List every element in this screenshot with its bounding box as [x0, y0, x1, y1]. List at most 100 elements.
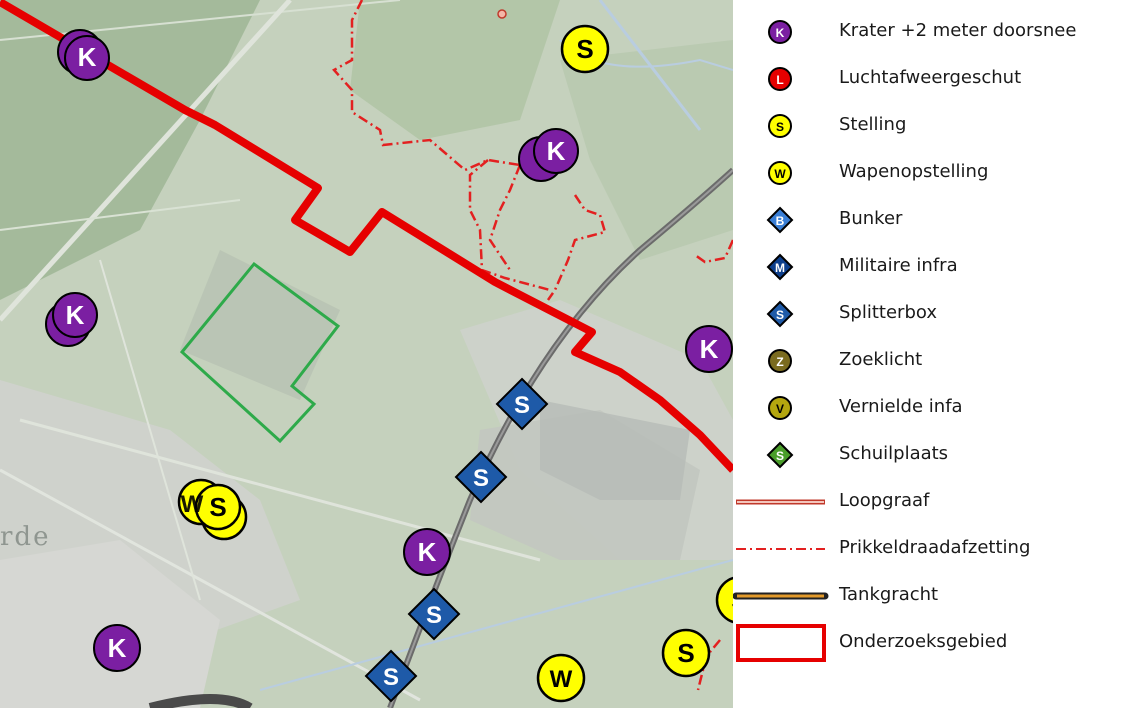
tankgracht-line: [0, 0, 733, 473]
splitterbox-marker[interactable]: S: [454, 450, 508, 504]
splitterbox-marker-label: S: [514, 392, 530, 419]
stelling-marker[interactable]: S: [560, 24, 610, 74]
legend-marker-shape: [766, 206, 794, 234]
stelling-marker-label: S: [576, 34, 593, 64]
map-view[interactable]: K S K K K S: [0, 0, 733, 708]
legend-marker-shape: [768, 67, 792, 91]
krater-marker[interactable]: K: [403, 528, 451, 576]
legend-symbol-wapenopstelling: W: [768, 161, 792, 185]
legend-label: Stelling: [839, 114, 907, 135]
legend-marker-letter: S: [776, 449, 784, 463]
legend-symbol-stelling: S: [768, 114, 792, 138]
legend-marker-letter: V: [776, 402, 784, 416]
legend-marker-shape: [766, 300, 794, 328]
legend-item-wapenopstelling: W Wapenopstelling: [733, 153, 1137, 200]
krater-marker[interactable]: K: [45, 292, 98, 347]
legend-marker-shape: [768, 161, 792, 185]
legend-label: Zoeklicht: [839, 349, 923, 370]
legend-item-onderzoeksgebied: Onderzoeksgebied: [733, 623, 1137, 670]
legend-marker-letter: B: [776, 214, 785, 228]
krater-marker-label: K: [78, 42, 97, 72]
legend-item-prikkeldraadafzetting: Prikkeldraadafzetting: [733, 529, 1137, 576]
legend-marker-shape: [768, 349, 792, 373]
legend-symbol-luchtafweergeschut: L: [768, 67, 792, 91]
legend-marker-letter: W: [774, 167, 786, 181]
legend-label: Krater +2 meter doorsnee: [839, 20, 1077, 41]
krater-marker-label: K: [547, 136, 566, 166]
krater-marker-label: K: [66, 300, 85, 330]
wapenopstelling-marker-label: W: [181, 491, 204, 518]
legend-item-zoeklicht: Z Zoeklicht: [733, 341, 1137, 388]
onderzoeksgebied-outline: [179, 261, 341, 444]
legend-marker-letter: L: [776, 73, 783, 87]
map-place-label: rde: [0, 522, 51, 552]
legend-label: Vernielde infa: [839, 396, 963, 417]
legend-label: Onderzoeksgebied: [839, 631, 1008, 652]
stelling-marker-label: S: [731, 585, 733, 615]
legend-marker-letter: M: [775, 261, 785, 275]
legend-symbol-loopgraaf: [736, 499, 825, 505]
splitterbox-marker-label: S: [426, 602, 442, 629]
legend-symbol-schuilplaats: S: [766, 441, 794, 469]
legend-label: Luchtafweergeschut: [839, 67, 1022, 88]
legend-item-stelling: S Stelling: [733, 106, 1137, 153]
legend-item-schuilplaats: S Schuilplaats: [733, 435, 1137, 482]
legend-symbol-militaire-infra: M: [766, 253, 794, 281]
wapenopstelling-marker[interactable]: W: [536, 653, 586, 703]
legend-marker-shape: [768, 114, 792, 138]
legend-marker-letter: S: [776, 308, 784, 322]
splitterbox-marker[interactable]: S: [364, 649, 418, 703]
legend-marker-shape: [766, 253, 794, 281]
krater-marker[interactable]: K: [518, 128, 579, 182]
legend-label: Bunker: [839, 208, 903, 229]
legend-item-militaire-infra: M Militaire infra: [733, 247, 1137, 294]
map-canvas[interactable]: K S K K K S: [0, 0, 733, 708]
legend-symbol-zoeklicht: Z: [768, 349, 792, 373]
legend-symbol-krater-2-meter-doorsnee: K: [768, 20, 792, 44]
legend-item-krater-2-meter-doorsnee: K Krater +2 meter doorsnee: [733, 12, 1137, 59]
legend-symbol-bunker: B: [766, 206, 794, 234]
stelling-marker[interactable]: S: [177, 478, 248, 541]
splitterbox-marker[interactable]: S: [495, 377, 549, 431]
stelling-marker-label: S: [677, 638, 694, 668]
legend-label: Loopgraaf: [839, 490, 930, 511]
stelling-marker[interactable]: S: [715, 576, 733, 624]
krater-marker-label: K: [700, 334, 719, 364]
legend-label: Schuilplaats: [839, 443, 949, 464]
krater-marker[interactable]: K: [685, 325, 733, 373]
splitterbox-marker-label: S: [383, 664, 399, 691]
legend-item-tankgracht: Tankgracht: [733, 576, 1137, 623]
legend-symbol-prikkeldraadafzetting: [736, 548, 825, 550]
legend-marker-shape: [768, 20, 792, 44]
legend-label: Wapenopstelling: [839, 161, 989, 182]
legend-marker-letter: K: [776, 26, 785, 40]
krater-marker[interactable]: K: [93, 624, 141, 672]
legend-label: Splitterbox: [839, 302, 937, 323]
stelling-marker-label: S: [209, 492, 226, 522]
krater-marker-label: K: [108, 633, 127, 663]
basemap: [0, 0, 733, 708]
legend-label: Prikkeldraadafzetting: [839, 537, 1031, 558]
legend-symbol-tankgracht: [733, 592, 829, 600]
legend-marker-shape: [768, 396, 792, 420]
loopgraaf-feature: [497, 9, 507, 19]
wapenopstelling-marker[interactable]: W: [181, 491, 204, 518]
legend-symbol-splitterbox: S: [766, 300, 794, 328]
krater-marker[interactable]: K: [57, 29, 110, 81]
wapenopstelling-marker-label: W: [550, 666, 573, 693]
legend-marker-letter: Z: [776, 355, 783, 369]
legend-item-loopgraaf: Loopgraaf: [733, 482, 1137, 529]
marker-layer: K S K K K S: [45, 24, 733, 703]
splitterbox-marker[interactable]: S: [407, 587, 461, 641]
legend-marker-shape: [766, 441, 794, 469]
legend-item-luchtafweergeschut: L Luchtafweergeschut: [733, 59, 1137, 106]
legend-label: Militaire infra: [839, 255, 958, 276]
legend-symbol-onderzoeksgebied: [736, 624, 826, 662]
stelling-marker[interactable]: S: [661, 628, 711, 678]
legend-item-bunker: B Bunker: [733, 200, 1137, 247]
legend-marker-letter: S: [776, 120, 784, 134]
legend-item-splitterbox: S Splitterbox: [733, 294, 1137, 341]
legend-label: Tankgracht: [839, 584, 939, 605]
splitterbox-marker-label: S: [473, 465, 489, 492]
